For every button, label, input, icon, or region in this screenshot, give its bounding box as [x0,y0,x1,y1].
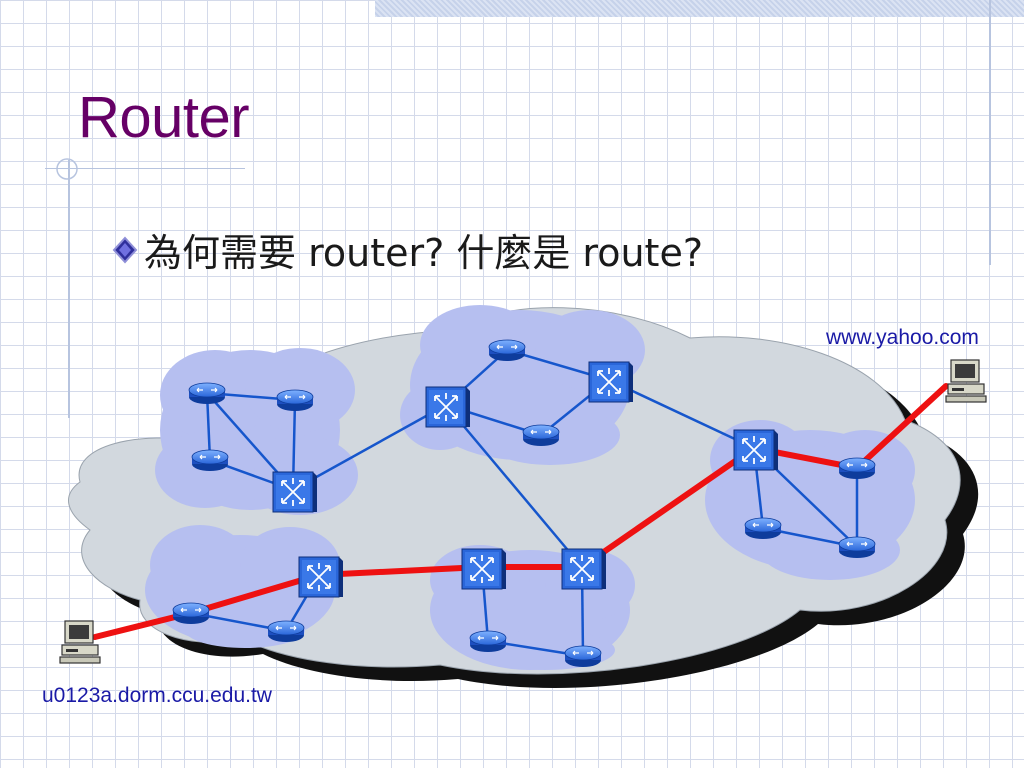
subnet-cloud-left [155,348,358,515]
switch-icon [588,361,634,403]
decor-crosshair-icon [56,158,78,180]
computer-icon [59,620,101,664]
switch-icon [561,548,607,590]
bullet-text: 為何需要 router? 什麼是 route? [144,231,703,275]
router-icon [744,517,782,540]
router-icon [191,449,229,472]
decor-right-vertical-line [989,0,991,265]
router-icon [838,536,876,559]
switch-icon [461,548,507,590]
router-icon [172,602,210,625]
router-icon [469,630,507,653]
decor-left-vertical-line [68,160,70,418]
router-icon [522,424,560,447]
bullet-item: 為何需要 router? 什麼是 route? [110,222,703,277]
decor-title-underline [45,168,245,169]
switch-icon [298,556,344,598]
source-host-label: u0123a.dorm.ccu.edu.tw [42,684,272,707]
header-pattern-band [375,0,1024,17]
router-icon [276,389,314,412]
router-icon [488,339,526,362]
destination-host-label: www.yahoo.com [826,326,979,349]
switch-icon [272,471,318,513]
router-icon [838,457,876,480]
computer-icon [945,359,987,403]
switch-icon [425,386,471,428]
router-icon [188,382,226,405]
diamond-bullet-icon [112,236,138,263]
page-title: Router [78,85,250,150]
router-icon [564,645,602,668]
switch-icon [733,429,779,471]
router-icon [267,620,305,643]
